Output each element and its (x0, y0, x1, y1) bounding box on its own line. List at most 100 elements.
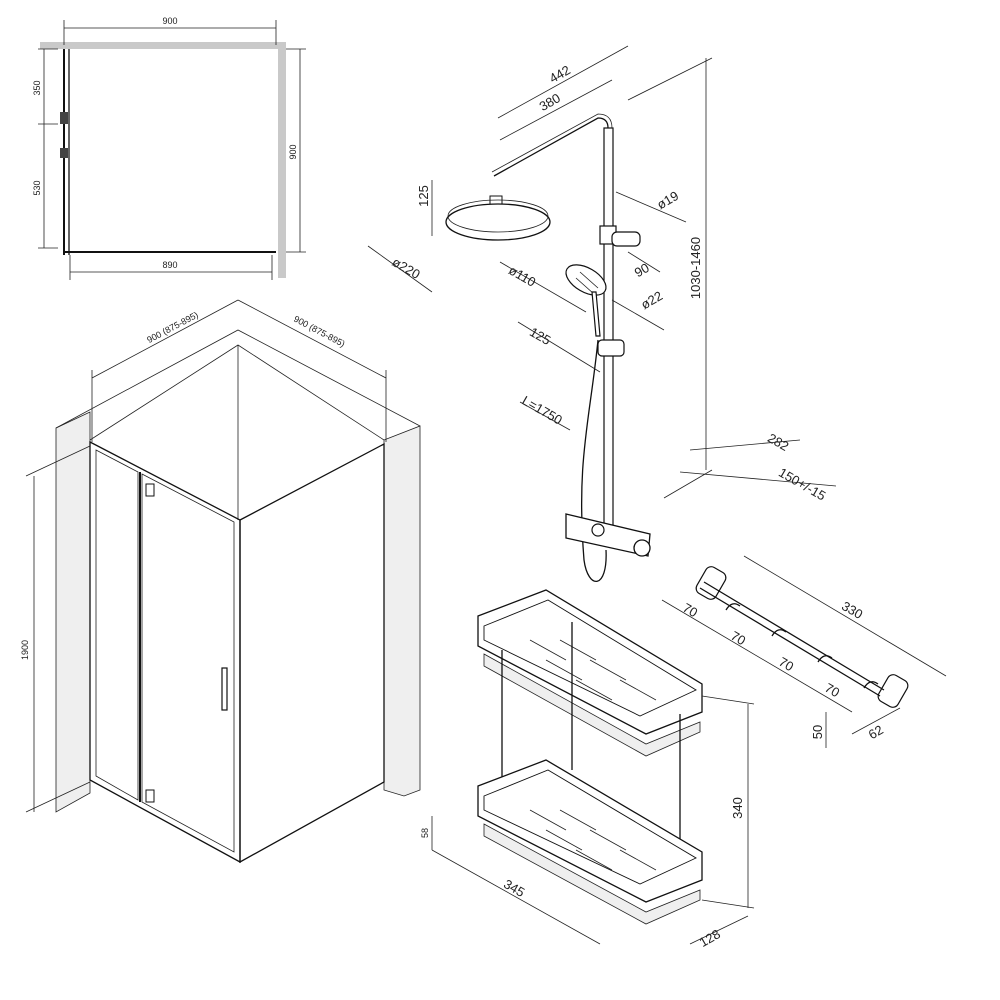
dim-442-label: 442 (547, 62, 573, 86)
enclosure-door-handle[interactable] (221, 667, 228, 711)
hook-2 (771, 629, 787, 637)
shelf-dim-345-line (431, 849, 601, 945)
plan-view: 900 890 900 350 530 (32, 16, 306, 280)
dim-19-label: ø19 (654, 188, 681, 212)
mixer-left-knob[interactable] (591, 523, 605, 537)
enclosure-front-frame (89, 440, 241, 864)
shower-head-top (447, 199, 549, 233)
mixer-right-knob[interactable] (633, 539, 651, 557)
hook-dim-62-line (851, 707, 901, 735)
dim-hose-label: L=1750 (520, 393, 565, 428)
dim-380-line (499, 79, 613, 141)
hook-dim-70-label-2: 70 (728, 628, 748, 648)
dim-125-hand-line (517, 321, 601, 373)
plan-dim-right-label: 900 (288, 144, 298, 159)
shelf-top-tier-inner (483, 599, 697, 717)
shower-head (445, 203, 551, 241)
plan-dim-left-upper-label: 350 (32, 80, 42, 95)
enclosure-fixed-glass (95, 449, 139, 801)
shower-arm (493, 117, 609, 177)
enclosure-left-wall (55, 411, 91, 813)
dim-110-label: ø110 (506, 262, 538, 289)
shelf-dim-340-label: 340 (730, 797, 745, 819)
hand-shower-face-1 (579, 271, 599, 289)
dim-110-line (499, 261, 587, 313)
hook-rail-end-left (695, 566, 727, 600)
enclosure-dim-front-line (91, 299, 239, 379)
plan-hinge (60, 112, 68, 124)
shelf-bottom-tier-base (483, 823, 701, 925)
enclosure-side-panel (239, 442, 385, 864)
enclosure-hinge-bottom (145, 789, 155, 803)
dim-150-label: 150+/-15 (776, 465, 828, 504)
hook-dim-70-label-4: 70 (822, 680, 842, 700)
dim-442-line (497, 45, 629, 119)
shelf-dim-345-label: 345 (501, 876, 527, 900)
dim-90-label: 90 (632, 260, 652, 280)
dim-380-label: 380 (537, 90, 563, 114)
shelf-dim-128-line (689, 915, 749, 945)
enclosure-dim-height-ext-top (25, 445, 91, 477)
dim-282-label: 282 (765, 430, 791, 454)
plan-back-wall (40, 42, 278, 49)
hook-dim-330-line (743, 555, 947, 677)
hook-rail: 330 70 70 70 70 50 62 (661, 555, 947, 748)
hook-1 (725, 603, 741, 611)
hook-rail-end-right (877, 674, 909, 708)
shower-arm-edge (491, 113, 613, 173)
dim-150-line (679, 471, 837, 487)
hook-dim-70-label-3: 70 (776, 654, 796, 674)
hand-shower-head[interactable] (561, 259, 611, 302)
enclosure-dim-side-line (237, 299, 387, 379)
dim-hose-leader (519, 401, 571, 431)
plan-side-wall (278, 42, 286, 278)
enclosure-dim-front-label: 900 (875-895) (145, 310, 200, 345)
dim-19-line (615, 191, 687, 223)
dim-90-line (627, 251, 661, 273)
dim-125-head-label: 125 (416, 185, 431, 207)
enclosure-hinge-top (145, 483, 155, 497)
hook-dim-62-label: 62 (866, 722, 886, 742)
dim-height-range-label: 1030-1460 (688, 237, 703, 299)
plan-dim-left-lower-label: 530 (32, 180, 42, 195)
shelf-top-tier-base (483, 653, 701, 757)
dim-282-line (689, 439, 801, 451)
hand-shower-holder[interactable] (597, 339, 625, 357)
dim-220-line (367, 245, 433, 293)
hook-dim-50-label: 50 (810, 725, 825, 739)
enclosure-dim-side-label: 900 (875-895) (292, 314, 347, 349)
thermostatic-mixer (565, 513, 651, 557)
enclosure-right-wall (383, 425, 421, 797)
shower-system: 442 380 125 ø220 ø19 90 ø110 ø22 125 103… (367, 45, 837, 582)
dim-220-label: ø220 (390, 254, 423, 282)
hook-dim-70-line (661, 599, 853, 713)
shelf-dim-340-ext-top (701, 695, 755, 705)
shelf-bottom-slots (529, 809, 657, 871)
enclosure-dim-height-label: 1900 (20, 640, 30, 660)
hand-shower-handle (591, 291, 601, 337)
shower-riser-pipe (603, 127, 614, 529)
hand-shower-face-2 (575, 277, 595, 295)
hook-dim-330-label: 330 (839, 598, 865, 622)
shelf-dim-58-label: 58 (420, 828, 430, 838)
hook-dim-70-label-1: 70 (680, 600, 700, 620)
dim-125-hand-label: 125 (527, 324, 553, 348)
dim-22-label: ø22 (638, 288, 665, 312)
shelf-dim-340-ext-bottom (701, 899, 755, 909)
shelf-top-slots (529, 639, 657, 701)
enclosure-wall-top (55, 329, 421, 429)
hook-3 (817, 655, 833, 663)
plan-dim-bottom-label: 890 (162, 260, 177, 270)
dim-height-range-ext-top (627, 57, 713, 101)
enclosure-view: 900 (875-895) 900 (875-895) 1900 (20, 299, 421, 864)
enclosure-door-glass (141, 473, 235, 853)
dim-height-range-ext-bottom (663, 469, 713, 499)
dim-22-line (611, 299, 665, 331)
plan-handle (60, 148, 68, 158)
shower-clamp-bracket (611, 231, 641, 247)
hook-4 (863, 681, 879, 689)
enclosure-dim-height-ext-bottom (25, 781, 91, 813)
plan-dim-top-label: 900 (162, 16, 177, 26)
enclosure-inner-top (89, 344, 385, 441)
